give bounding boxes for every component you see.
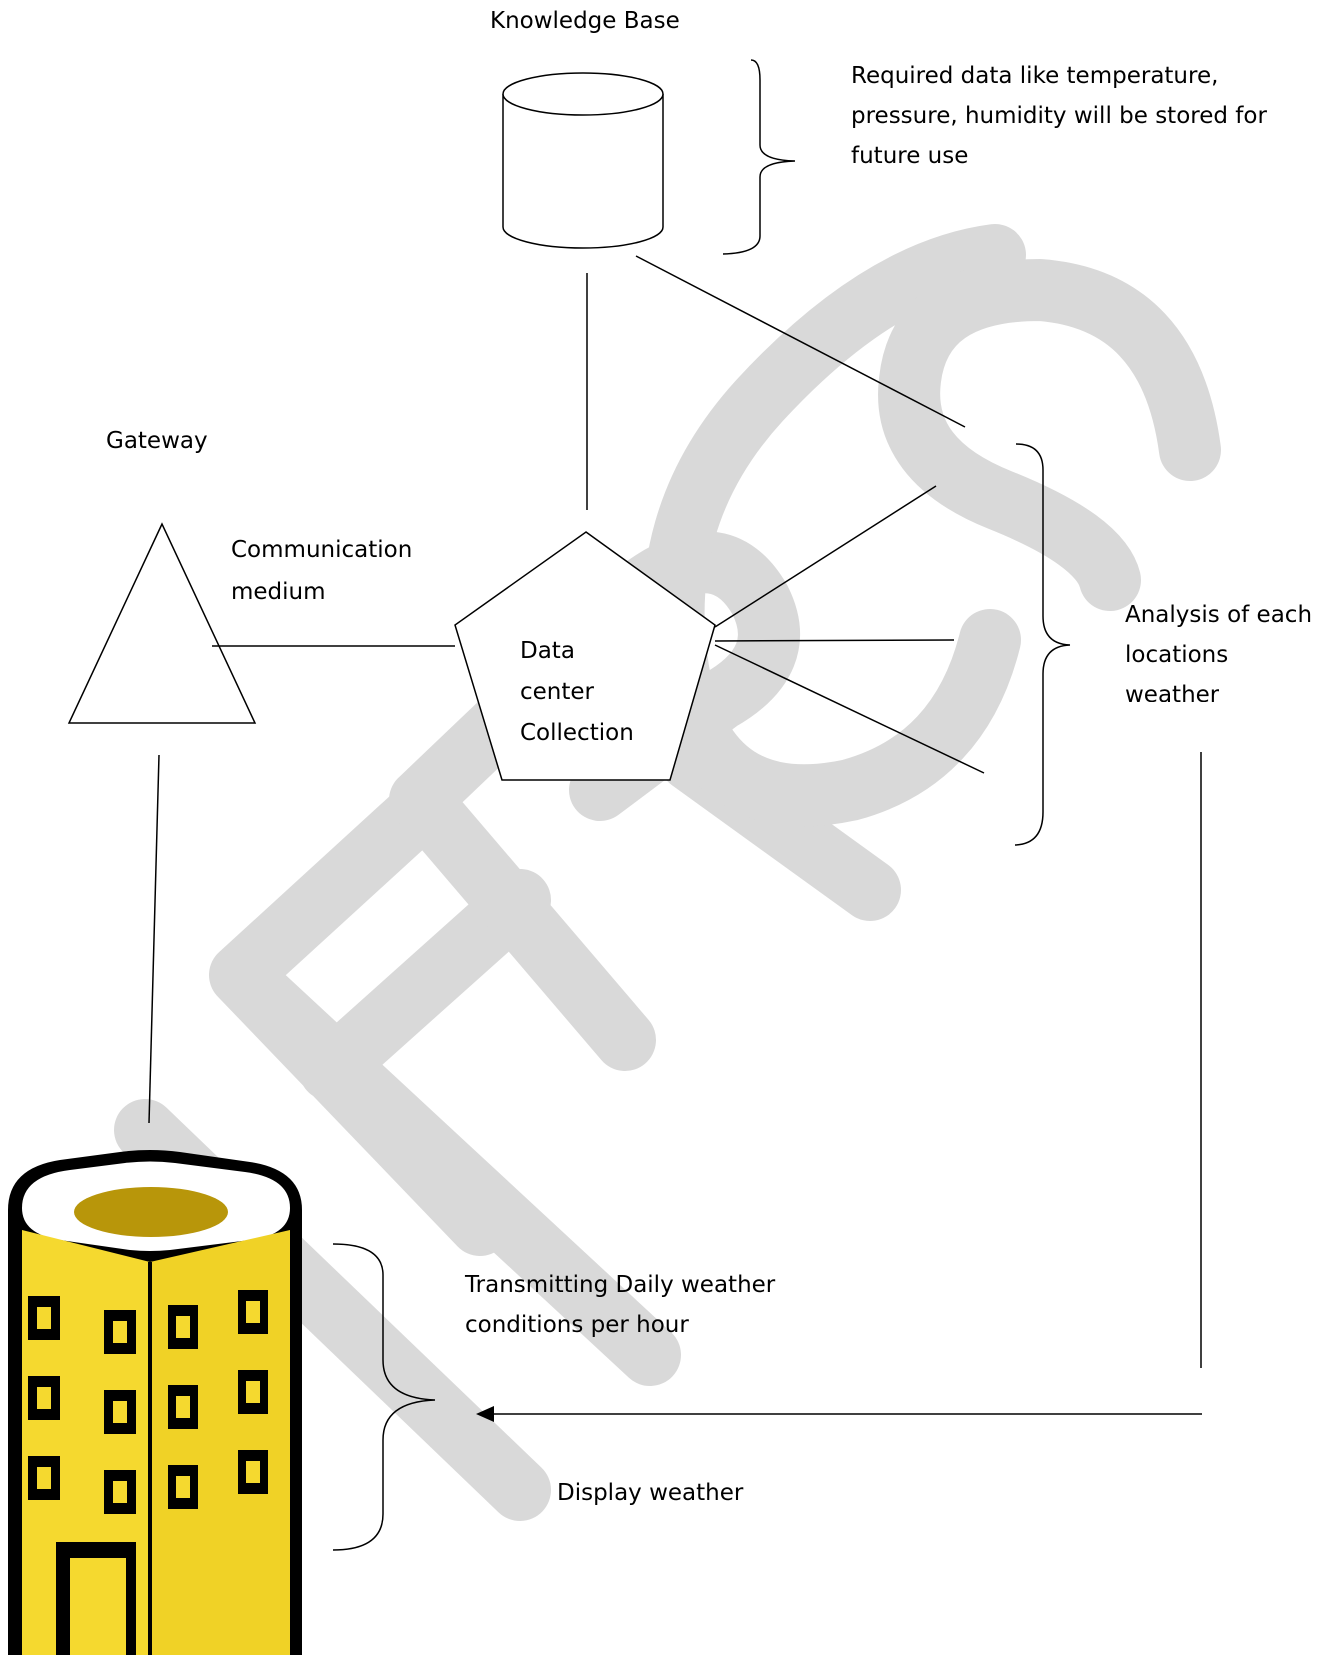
display-weather-label: Display weather (557, 1480, 744, 1506)
building-brace (332, 1243, 436, 1551)
transmitting-label-line-1: Transmitting Daily weather (465, 1272, 776, 1298)
storage-note-line-3: future use (851, 143, 969, 169)
transmitting-label-line-2: conditions per hour (465, 1312, 689, 1338)
data-center-label-line-2: center (520, 679, 594, 705)
analysis-label-line-3: weather (1125, 682, 1220, 702)
storage-note-line-1: Required data like temperature, (851, 63, 1219, 89)
communication-medium-line-2: medium (231, 579, 326, 605)
watermark-letter-e (209, 784, 681, 1386)
analysis-label-line-2: locations (1125, 642, 1229, 668)
watermark-letter-s (878, 259, 1221, 611)
watermark (114, 224, 1221, 1521)
data-center-label-line-3: Collection (520, 720, 634, 746)
knowledge-base-cylinder (502, 72, 664, 249)
gateway-label: Gateway (106, 428, 208, 454)
knowledge-base-label: Knowledge Base (490, 8, 680, 34)
storage-brace (722, 59, 796, 255)
building-icon (8, 1150, 302, 1655)
kb-to-analysis-line (635, 255, 966, 428)
datacenter-to-analysis-lines (714, 485, 985, 774)
gateway-to-building-line (148, 754, 160, 1124)
data-center-label-line-1: Data (520, 638, 575, 664)
display-weather-arrowhead (476, 1406, 494, 1422)
gateway-triangle (67, 522, 257, 724)
analysis-label-line-1: Analysis of each (1125, 602, 1313, 628)
storage-note-line-2: pressure, humidity will be stored for (851, 103, 1267, 129)
communication-medium-line-1: Communication (231, 537, 413, 563)
datacenter-pentagon (454, 531, 716, 781)
analysis-brace (1014, 443, 1071, 846)
